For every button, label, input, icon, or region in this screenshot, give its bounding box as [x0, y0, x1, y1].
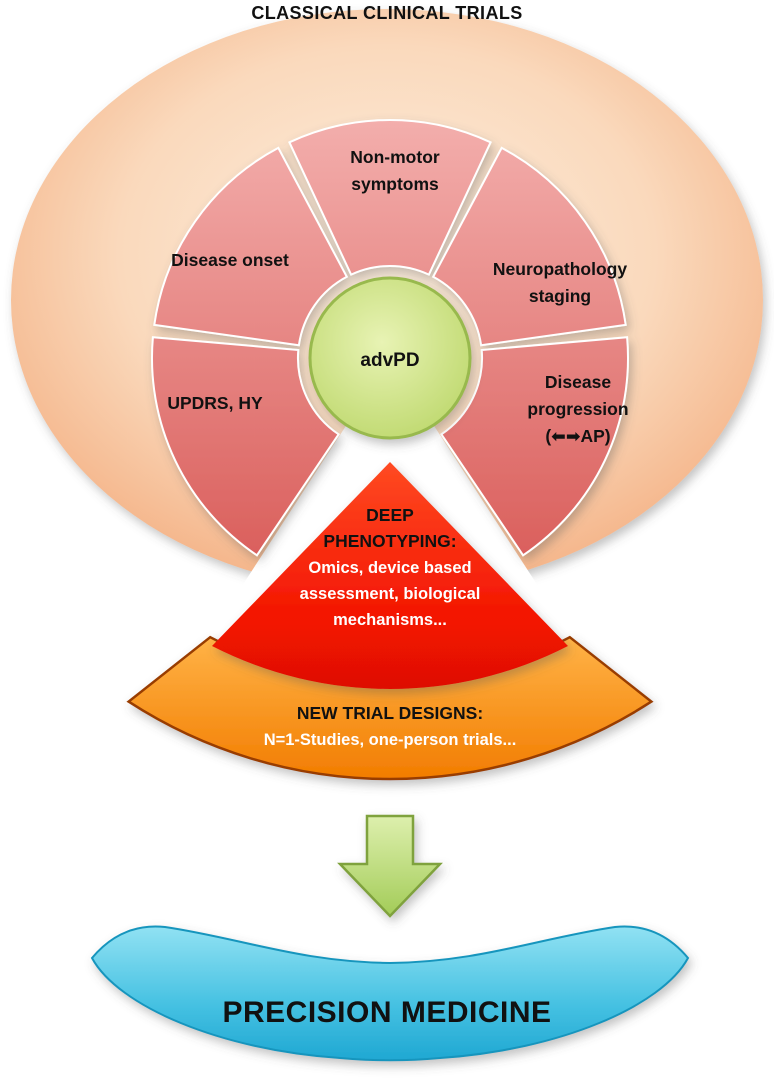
segment-ring — [151, 119, 629, 557]
segment-label-disease-onset: Disease onset — [171, 250, 289, 270]
segment-label-neuropathology: Neuropathology staging — [492, 259, 628, 307]
segment-disease-progression-shape — [440, 336, 629, 557]
deep-phenotyping-heading: DEEP PHENOTYPING: — [323, 505, 457, 552]
hub-circle — [308, 276, 472, 440]
segment-label-disease-progression-arrows: (⬅➡AP) — [545, 426, 611, 447]
segment-disease-onset-shape — [153, 146, 349, 347]
deep-phenotyping-text: DEEP PHENOTYPING: Omics, device based as… — [272, 502, 508, 633]
segment-non-motor-shape — [288, 119, 492, 276]
segment-label-non-motor: Non-motor symptoms — [350, 147, 440, 195]
segment-updrs-hy-shape — [151, 336, 340, 557]
segment-label-disease-progression: Disease progression (⬅➡AP) — [517, 369, 639, 450]
precision-medicine-label: PRECISION MEDICINE — [222, 996, 552, 1029]
figure-title: CLASSICAL CLINICAL TRIALS — [251, 3, 523, 23]
new-trial-designs-body: N=1-Studies, one-person trials... — [263, 731, 517, 750]
segment-label-disease-progression-text: Disease progression — [527, 372, 629, 420]
segment-neuropathology-shape — [431, 146, 627, 347]
hub-label: advPD — [360, 350, 420, 371]
deep-phenotyping-body: Omics, device based assessment, biologic… — [299, 558, 481, 629]
segment-label-updrs-hy: UPDRS, HY — [167, 393, 263, 413]
precision-medicine-banner — [90, 925, 690, 1062]
new-trial-designs-text: NEW TRIAL DESIGNS: N=1-Studies, one-pers… — [190, 699, 590, 754]
new-trial-designs-heading: NEW TRIAL DESIGNS: — [296, 703, 484, 723]
deep-phenotyping-wedge — [212, 462, 568, 689]
down-arrow — [337, 814, 443, 918]
